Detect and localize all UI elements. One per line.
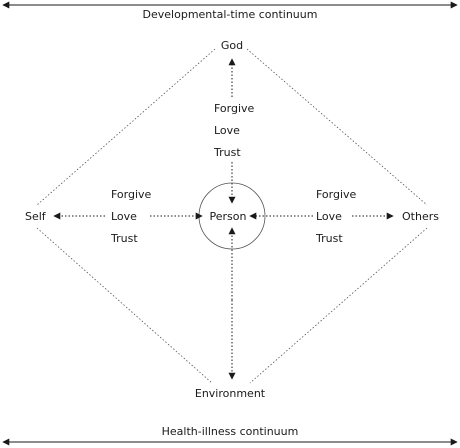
top-trust-label: Trust (214, 146, 241, 159)
node-person: Person (209, 210, 247, 223)
left-forgive-label: Forgive (111, 188, 152, 201)
health-axis-label: Health-illness continuum (161, 425, 299, 438)
left-trust-label: Trust (111, 232, 138, 245)
node-others: Others (402, 210, 439, 223)
top-love-label: Love (214, 124, 240, 137)
node-environment: Environment (194, 387, 266, 400)
diamond-outline (36, 48, 428, 384)
left-love-label: Love (111, 210, 137, 223)
right-love-label: Love (316, 210, 342, 223)
top-forgive-label: Forgive (214, 102, 255, 115)
right-forgive-label: Forgive (316, 188, 357, 201)
developmental-axis-label: Developmental-time continuum (142, 8, 318, 21)
node-self: Self (25, 210, 46, 223)
node-god: God (220, 39, 244, 52)
right-trust-label: Trust (316, 232, 343, 245)
